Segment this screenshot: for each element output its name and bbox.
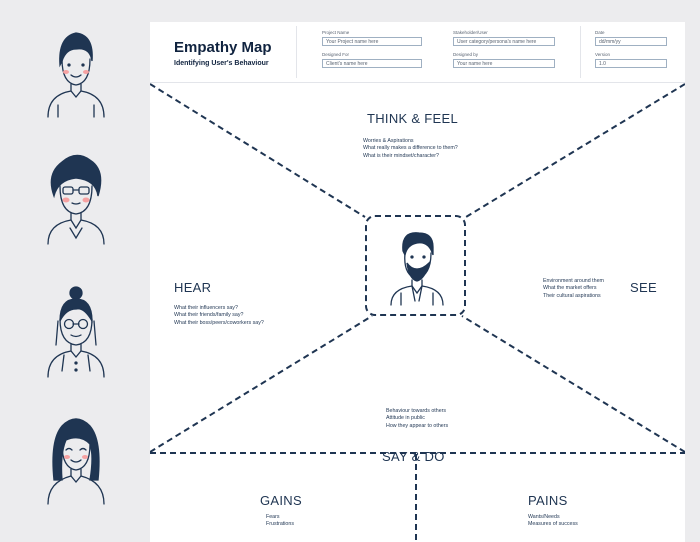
version-field[interactable]: 1.0 — [595, 59, 667, 68]
bearded-user-icon — [390, 232, 444, 306]
think-feel-prompts: Worries & Aspirations What really makes … — [363, 138, 458, 160]
date-label: Date — [595, 30, 605, 35]
map-canvas: THINK & FEEL Worries & Aspirations What … — [150, 82, 685, 542]
persona-bun-glasses-icon[interactable] — [40, 285, 110, 380]
map-header: Empathy Map Identifying User's Behaviour… — [150, 22, 685, 83]
map-title: Empathy Map — [174, 39, 272, 56]
list-item: Frustrations — [266, 521, 294, 528]
list-item: Wants/Needs — [528, 514, 560, 520]
persona-long-hair-icon[interactable] — [40, 410, 110, 505]
designed-by-field[interactable]: Your name here — [453, 59, 555, 68]
list-item: Attitude in public — [386, 415, 425, 422]
list-item: Worries & Aspirations — [363, 138, 414, 144]
list-item: Behaviour towards others — [386, 408, 447, 414]
hear-title: HEAR — [174, 280, 212, 295]
list-item: Their cultural aspirations — [543, 292, 601, 299]
list-item: What their friends/family say? — [174, 312, 244, 319]
stakeholder-field[interactable]: User category/persona's name here — [453, 37, 555, 46]
list-item: What the market offers — [543, 285, 597, 292]
list-item: Fears — [266, 514, 280, 520]
hear-prompts: What their influencers say? What their f… — [174, 305, 264, 327]
say-do-prompts: Behaviour towards others Attitude in pub… — [386, 408, 448, 430]
designed-by-label: Designed by — [453, 52, 479, 57]
list-item: Measures of success — [528, 521, 578, 528]
map-subtitle: Identifying User's Behaviour — [174, 60, 269, 67]
pains-prompts: Wants/Needs Measures of success — [528, 514, 578, 529]
list-item: What is their mindset/character? — [363, 152, 439, 159]
persona-man-icon[interactable] — [40, 25, 110, 120]
designed-for-field[interactable]: Client's name here — [322, 59, 422, 68]
designed-for-label: Designed For — [322, 52, 350, 57]
think-feel-title: THINK & FEEL — [367, 111, 459, 126]
project-name-field[interactable]: Your Project name here — [322, 37, 422, 46]
date-field[interactable]: dd/mm/yy — [595, 37, 667, 46]
list-item: What their boss/peers/coworkers say? — [174, 319, 264, 326]
quadrant-divider-lines — [150, 83, 685, 542]
version-label: Version — [595, 52, 611, 57]
list-item: What really makes a difference to them? — [363, 145, 458, 152]
gains-prompts: Fears Frustrations — [266, 514, 294, 529]
project-name-label: Project Name — [322, 30, 350, 35]
empathy-map-sheet: Empathy Map Identifying User's Behaviour… — [150, 22, 685, 542]
pains-title: PAINS — [528, 493, 568, 508]
header-divider — [580, 26, 581, 78]
see-title: SEE — [630, 280, 657, 295]
persona-gallery — [0, 0, 150, 525]
say-do-title: SAY & DO — [382, 449, 445, 464]
list-item: What their influencers say? — [174, 305, 238, 311]
list-item: Environment around them — [543, 278, 604, 284]
stakeholder-label: Stakeholder/User — [453, 30, 488, 35]
persona-curly-glasses-icon[interactable] — [40, 150, 110, 245]
user-center-box — [365, 215, 466, 316]
list-item: How they appear to others — [386, 422, 449, 429]
header-divider — [296, 26, 297, 78]
gains-title: GAINS — [260, 493, 302, 508]
see-prompts: Environment around them What the market … — [543, 278, 604, 300]
